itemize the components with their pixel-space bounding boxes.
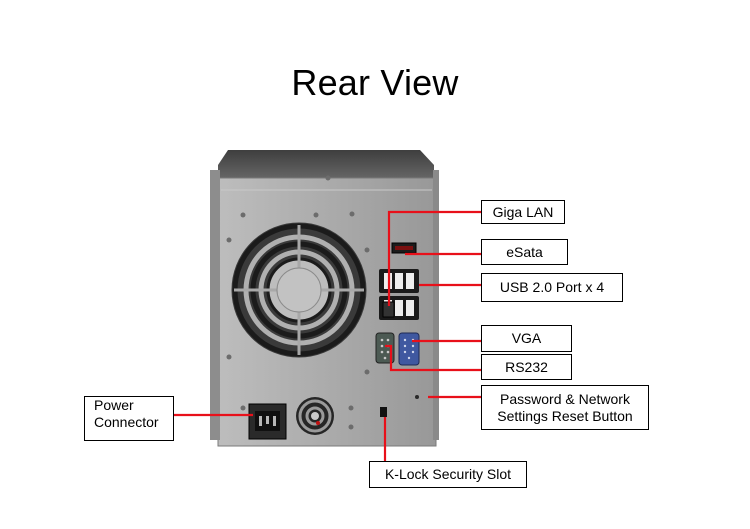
callout-usb-label: USB 2.0 Port x 4	[499, 279, 605, 295]
callout-power-connector: Power Connector	[84, 396, 174, 441]
callout-reset-button: Password & Network Settings Reset Button	[481, 385, 649, 430]
callout-rs232: RS232	[481, 354, 572, 380]
callout-power-line1: Power	[94, 397, 134, 413]
diagram-title: Rear View	[291, 62, 459, 103]
leader-rs232	[385, 344, 481, 372]
callout-vga-label: VGA	[511, 330, 542, 346]
callout-giga-lan: Giga LAN	[481, 200, 565, 224]
cooling-fan	[231, 222, 367, 358]
callout-esata: eSata	[481, 239, 568, 265]
leader-giga-lan	[387, 210, 481, 306]
psu-fan	[296, 397, 334, 435]
chassis-top-cover	[218, 150, 434, 182]
screws	[226, 175, 370, 430]
reset-button-hole	[415, 395, 419, 399]
callout-reset-line2: Settings Reset Button	[497, 407, 633, 424]
callout-power-line2: Connector	[94, 414, 159, 430]
callout-giga-lan-label: Giga LAN	[492, 203, 554, 220]
callout-k-lock: K-Lock Security Slot	[369, 461, 527, 488]
callout-vga: VGA	[481, 325, 572, 352]
vga-port	[398, 332, 420, 366]
leader-lines	[174, 210, 481, 461]
callout-usb: USB 2.0 Port x 4	[481, 273, 623, 302]
callout-esata-label: eSata	[506, 243, 543, 260]
k-lock-slot	[380, 407, 387, 417]
callout-k-lock-label: K-Lock Security Slot	[384, 466, 512, 482]
callout-reset-line1: Password & Network	[500, 390, 630, 407]
callout-rs232-label: RS232	[505, 358, 548, 375]
rs232-port	[375, 332, 395, 364]
